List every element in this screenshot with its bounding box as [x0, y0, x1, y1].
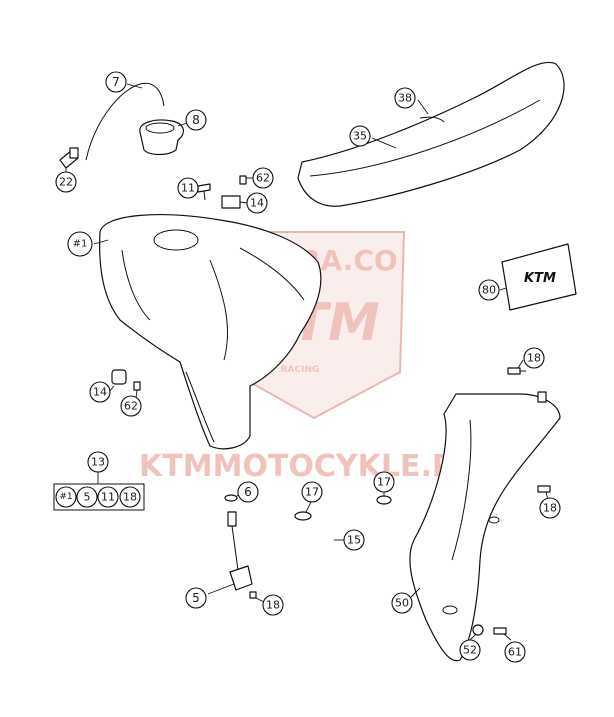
- washer-52: [472, 624, 484, 636]
- svg-text:52: 52: [463, 644, 477, 657]
- svg-text:50: 50: [395, 597, 409, 610]
- callout-62-top: 62: [252, 167, 274, 189]
- rubber-bushing-14-top: [221, 195, 241, 209]
- svg-text:6: 6: [244, 485, 252, 499]
- watermark-racing-text: RACING: [281, 365, 320, 375]
- svg-text:17: 17: [305, 486, 319, 499]
- callout-8: 8: [185, 109, 207, 131]
- callout-6: 6: [237, 481, 259, 503]
- svg-text:22: 22: [59, 176, 73, 189]
- svg-text:14: 14: [250, 197, 264, 210]
- svg-text:35: 35: [353, 130, 367, 143]
- svg-text:8: 8: [192, 113, 200, 127]
- svg-text:14: 14: [93, 386, 107, 399]
- valve-fitting: [59, 147, 79, 169]
- callout-15: 15: [343, 529, 365, 551]
- callout-62-lower: 62: [120, 395, 142, 417]
- sticker-logo-text: KTM: [524, 271, 556, 286]
- svg-text:18: 18: [527, 352, 541, 365]
- callout-kit-18: 18: [119, 486, 141, 508]
- tank-shroud: [409, 391, 561, 662]
- callout-14-lower: 14: [89, 381, 111, 403]
- callout-kit-11: 11: [97, 486, 119, 508]
- bolt-18-shroud-top: [507, 367, 526, 375]
- fuel-tap: [224, 494, 257, 599]
- svg-text:15: 15: [347, 534, 361, 547]
- callout-35: 35: [349, 125, 371, 147]
- svg-text:5: 5: [192, 591, 200, 605]
- callout-52: 52: [459, 639, 481, 661]
- fuel-cap: [139, 119, 184, 156]
- callout-kit-5: 5: [76, 486, 98, 508]
- watermark-footer-text: KTMMOTOCYKLE.PL: [139, 449, 473, 484]
- svg-text:18: 18: [266, 599, 280, 612]
- svg-text:#1: #1: [73, 239, 88, 250]
- callout-50: 50: [391, 592, 413, 614]
- svg-text:7: 7: [112, 75, 120, 89]
- rubber-bushing-14-lower: [111, 369, 127, 385]
- svg-text:11: 11: [101, 491, 115, 504]
- callout-17-left: 17: [301, 481, 323, 503]
- callout-kit-1: #1: [55, 486, 77, 508]
- callout-13: 13: [87, 451, 109, 473]
- callout-61: 61: [504, 641, 526, 663]
- fuel-hose: [294, 495, 392, 550]
- svg-text:11: 11: [181, 182, 195, 195]
- callout-17-right: 17: [373, 471, 395, 493]
- callout-11: 11: [177, 177, 199, 199]
- callout-18-tap: 18: [262, 594, 284, 616]
- bolt-62-top: [239, 175, 247, 185]
- svg-text:62: 62: [256, 172, 270, 185]
- svg-text:61: 61: [508, 646, 522, 659]
- svg-text:80: 80: [482, 284, 496, 297]
- bolt-18-right: [537, 485, 551, 493]
- callout-tank-1: #1: [67, 231, 93, 257]
- callout-18-shroud-top: 18: [523, 347, 545, 369]
- callout-38: 38: [394, 87, 416, 109]
- screw-11: [197, 183, 211, 201]
- ktm-sticker: KTM: [501, 243, 577, 311]
- fuel-tank: [99, 214, 322, 450]
- svg-text:#1: #1: [59, 492, 72, 502]
- seat: [297, 61, 565, 207]
- callout-14-top: 14: [246, 192, 268, 214]
- callout-18-right: 18: [539, 497, 561, 519]
- svg-text:17: 17: [377, 476, 391, 489]
- svg-text:18: 18: [123, 491, 137, 504]
- callout-80: 80: [478, 279, 500, 301]
- bolt-62-lower: [133, 381, 141, 391]
- svg-text:62: 62: [124, 400, 138, 413]
- svg-text:38: 38: [398, 92, 412, 105]
- callout-22: 22: [55, 171, 77, 193]
- bolt-61: [493, 627, 507, 635]
- callouts: 7 8 22 38 35 11 62 14 #1 80 14 62 18 13 …: [55, 71, 561, 663]
- svg-text:5: 5: [84, 491, 91, 504]
- callout-5: 5: [185, 587, 207, 609]
- breather-hose: [85, 82, 165, 161]
- svg-text:18: 18: [543, 502, 557, 515]
- callout-7: 7: [105, 71, 127, 93]
- svg-text:13: 13: [91, 456, 105, 469]
